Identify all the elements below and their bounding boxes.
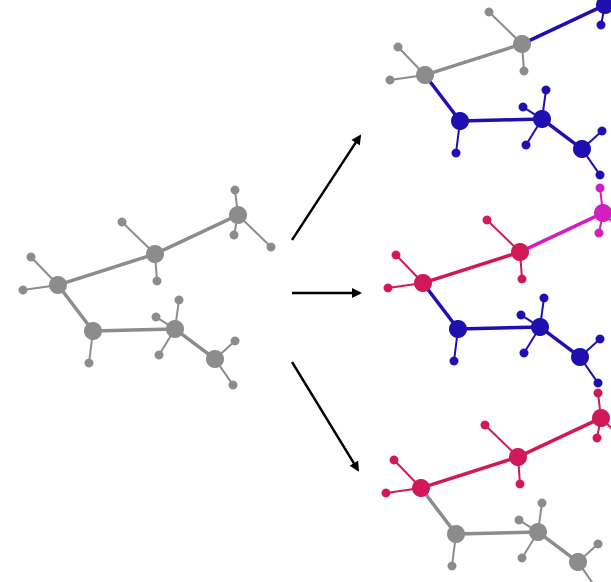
hydrogen-atom [518,102,528,112]
hydrogen-atom [594,228,604,238]
hydrogen-atom [266,242,276,252]
hydrogen-atom [482,215,492,225]
backbone-bond [56,252,157,287]
carbon-atom [573,140,591,158]
hydrogen-atom [18,285,28,295]
hydrogen-atom [449,356,459,366]
carbon-atom [531,318,549,336]
backbone-bond [56,283,95,333]
carbon-atom [49,276,67,294]
carbon-atom [511,243,529,261]
hydrogen-atom [519,66,529,76]
hydrogen-atom [383,283,393,293]
hydrogen-atom [515,479,525,489]
carbon-atom [416,66,434,84]
hydrogen-atom [152,276,162,286]
carbon-atom [509,448,527,466]
carbon-atom [594,204,611,222]
hydrogen-atom [389,455,399,465]
arrow-to-top [290,134,362,241]
hydrogen-atom [447,561,457,571]
hydrogen-atom [593,388,603,398]
carbon-atom [146,245,164,263]
backbone-bond [419,455,520,490]
hydrogen-atom [517,274,527,284]
hydrogen-atom [393,42,403,52]
arrows-layer [290,134,362,472]
carbon-atom [569,553,587,571]
carbon-atom [414,274,432,292]
backbone-bond [419,486,458,536]
backbone-bond [454,530,540,536]
backbone-bond [456,325,542,331]
hydrogen-atom [597,126,607,136]
hydrogen-atom [595,334,605,344]
hydrogen-atom [541,85,551,95]
backbone-bond [520,3,607,46]
molecules-layer [18,0,611,582]
hydrogen-atom [537,498,547,508]
carbon-atom [529,523,547,541]
hydrogen-atom [385,75,395,85]
carbon-atom [84,322,102,340]
hydrogen-atom [26,252,36,262]
hydrogen-atom [595,183,605,193]
hydrogen-atom [519,348,529,358]
hydrogen-atom [229,230,239,240]
hydrogen-atom [174,295,184,305]
hydrogen-atom [451,148,461,158]
carbon-atom [592,409,610,427]
hydrogen-atom [516,310,526,320]
hydrogen-atom [514,515,524,525]
top-result-molecule [385,0,611,180]
backbone-bond [458,117,544,123]
carbon-atom [229,206,247,224]
arrow-to-bottom [290,361,360,472]
hydrogen-atom [117,217,127,227]
hydrogen-atom [381,488,391,498]
carbon-atom [449,320,467,338]
backbone-bond [91,327,177,333]
hydrogen-atom [230,185,240,195]
carbon-atom [206,350,224,368]
hydrogen-atom [228,380,238,390]
carbon-atom [447,525,465,543]
backbone-bond [153,213,240,256]
backbone-bond [516,416,603,459]
backbone-bond [423,42,524,77]
hydrogen-atom [480,420,490,430]
carbon-atom [451,112,469,130]
hydrogen-atom [592,433,602,443]
carbon-atom [513,35,531,53]
hydrogen-atom [151,312,161,322]
hydrogen-atom [517,553,527,563]
hydrogen-atom [154,350,164,360]
hydrogen-atom [391,250,401,260]
hydrogen-atom [593,539,603,549]
carbon-atom [533,110,551,128]
carbon-atom [571,348,589,366]
carbon-atom [166,320,184,338]
hydrogen-atom [593,378,603,388]
hydrogen-atom [596,20,606,30]
hydrogen-atom [230,336,240,346]
hydrogen-atom [84,358,94,368]
hydrogen-atom [521,140,531,150]
hydrogen-atom [595,170,605,180]
hydrogen-atom [484,7,494,17]
middle-result-molecule [383,183,611,388]
backbone-bond [423,73,462,123]
backbone-bond [518,211,605,254]
carbon-atom [596,0,611,14]
backbone-bond [421,281,460,331]
bottom-result-molecule [381,388,611,582]
source-molecule [18,185,276,390]
backbone-bond [421,250,522,285]
carbon-atom [412,479,430,497]
hydrogen-atom [539,293,549,303]
